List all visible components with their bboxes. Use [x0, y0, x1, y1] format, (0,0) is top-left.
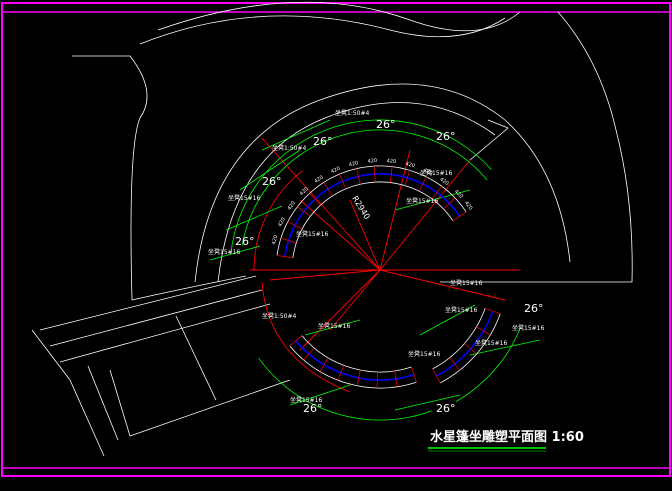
angle-label-5: 26°	[235, 235, 255, 248]
right-bench-note-2: 坐凳15#16	[445, 306, 477, 314]
angle-label-6: 26°	[524, 302, 544, 315]
bench-3-joint-6	[320, 358, 328, 372]
segment-dimension-10: 420	[405, 161, 416, 169]
bench-3-ring-1	[302, 336, 412, 372]
angle-label-2: 26°	[376, 118, 396, 131]
lower-bench-note-2: 坐凳15#16	[318, 322, 350, 330]
drawing-title: 水星篷坐雕塑平面图 1:60	[430, 429, 584, 445]
bench-2-joint-2	[477, 327, 491, 335]
angle-label-4: 26°	[262, 175, 282, 188]
bench-3-ring-3	[290, 346, 417, 388]
drawing-title-block: 水星篷坐雕塑平面图 1:60	[428, 429, 584, 451]
entrance-walk	[40, 276, 270, 362]
drawing-frame	[2, 3, 670, 476]
entrance-steps	[32, 330, 118, 456]
upper-path-edge	[158, 2, 520, 31]
angle-label-3: 26°	[436, 130, 456, 143]
dimension-arc-lower	[259, 358, 432, 420]
leader-line-3	[226, 206, 282, 230]
segment-dimension-7: 420	[348, 160, 359, 168]
upper-bench-note-5: 坐凳15#16	[296, 230, 328, 238]
upper-bench-note-4: 坐凳15#16	[208, 248, 240, 256]
paving-lines	[110, 316, 290, 436]
site-outline	[32, 2, 632, 456]
bench-2-joint-5	[433, 369, 441, 383]
bench-1-joint-6	[324, 182, 333, 195]
lower-bench-note-1: 坐凳1:50#4	[262, 312, 297, 320]
bench-1-joint-9	[374, 166, 375, 182]
segment-dimension-8: 420	[367, 158, 377, 165]
lower-bench-note-4: 坐凳15#16	[290, 396, 322, 404]
radial-guide-6	[270, 270, 380, 280]
radial-guide-7	[300, 270, 380, 350]
bench-1-joint-15	[453, 212, 466, 221]
radial-guide-9	[380, 270, 505, 300]
bench-1-ring-1	[293, 182, 453, 258]
outer-ring-boundary	[195, 84, 570, 282]
construction-lines	[250, 138, 520, 392]
angle-label-8: 26°	[436, 402, 456, 415]
upper-bench-note-3: 坐凳15#16	[228, 194, 260, 202]
lower-bench-note-3: 坐凳15#16	[408, 350, 440, 358]
right-bench-note-3: 坐凳15#16	[475, 339, 507, 347]
bench-3-joint-8	[290, 336, 302, 346]
upper-bench-note-2: 坐凳1:50#4	[272, 144, 307, 152]
right-bench-note-4: 坐凳15#16	[512, 324, 544, 332]
lower-guide-arc	[262, 282, 350, 392]
plaza-left-boundary	[72, 56, 246, 300]
angle-label-1: 26°	[313, 135, 333, 148]
bench-1-joint-3	[288, 222, 302, 229]
bench-1-joint-4	[298, 207, 311, 217]
bench-1-joint-12	[419, 177, 426, 191]
bench-3-joint-7	[304, 348, 314, 360]
segment-dimension-9: 420	[386, 158, 396, 165]
right-plaza-boundary	[440, 12, 632, 282]
upper-bench-note-6: 坐凳15#16	[406, 197, 438, 205]
bench-3-ring-2	[296, 341, 414, 380]
bench-2-joint-4	[450, 358, 460, 371]
upper-bench-note-1: 坐凳1:50#4	[335, 109, 370, 117]
frame-border	[2, 3, 670, 476]
segment-dimension-1: 420	[271, 235, 279, 246]
right-bench-note-1: 坐凳15#16	[450, 279, 482, 287]
seat-bench-arcs	[277, 166, 500, 388]
segment-dimension-4: 420	[299, 186, 310, 197]
